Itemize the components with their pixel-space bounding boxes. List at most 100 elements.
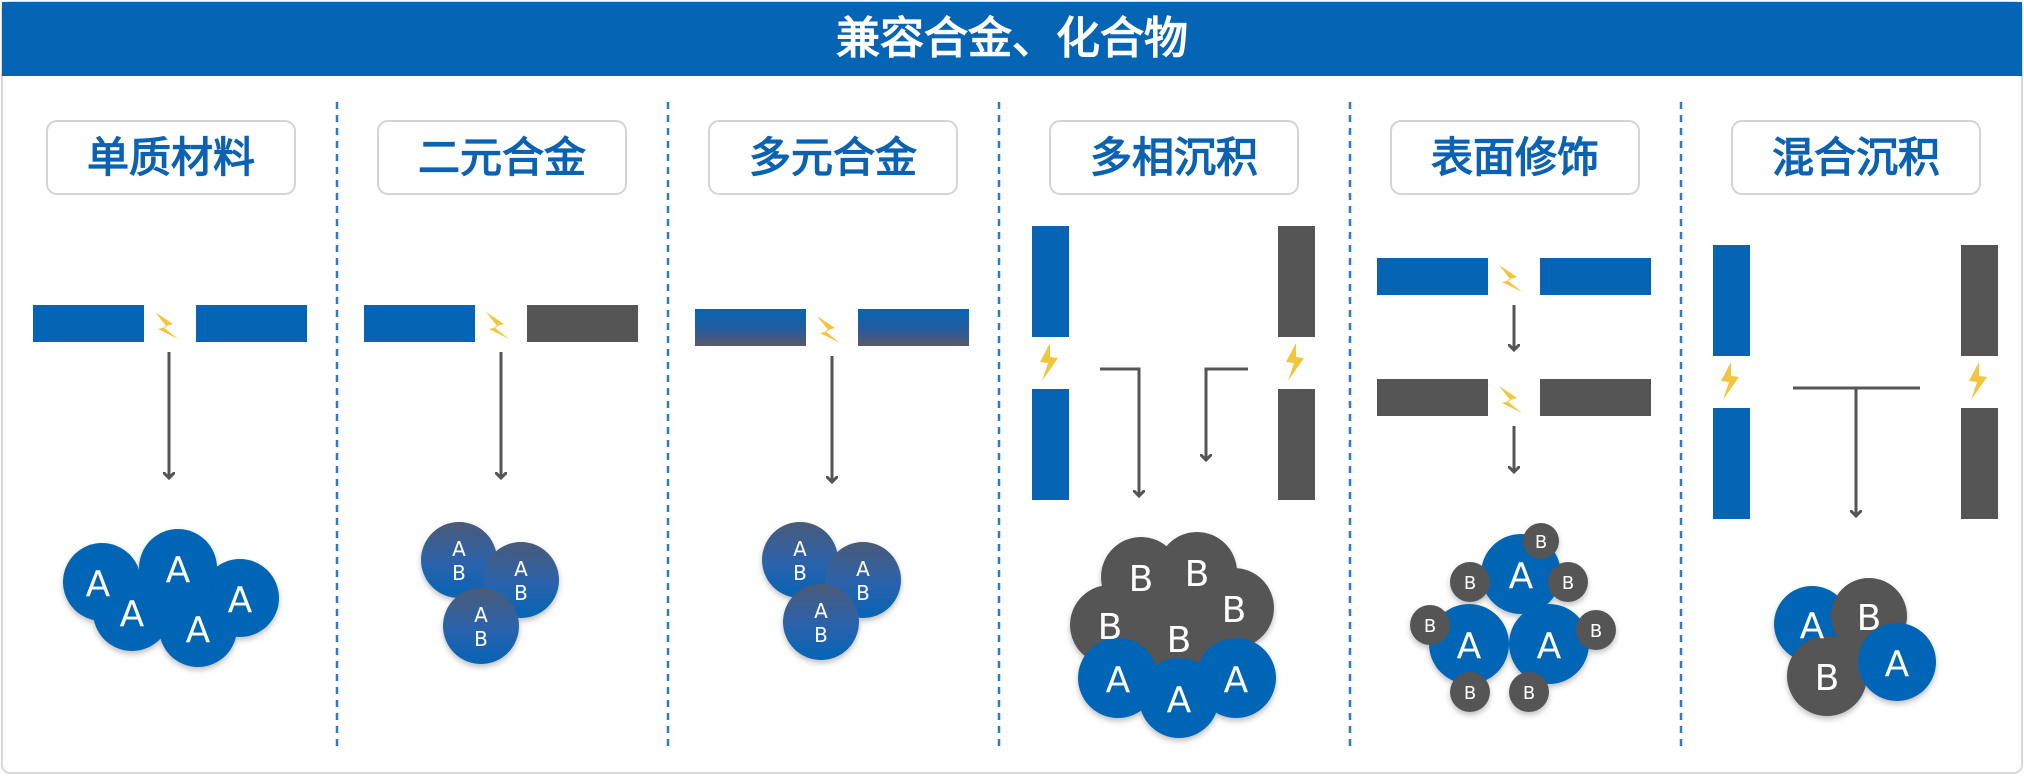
particle-labels: A A A A A — [86, 550, 253, 651]
particle-label-b: B — [514, 581, 528, 605]
label-box — [377, 120, 627, 195]
particle-label: A — [1537, 626, 1562, 667]
particle-labels: A B A B A B — [452, 537, 528, 651]
panel-1-illustration: A A A A A — [33, 305, 307, 667]
particle-ab — [443, 588, 519, 664]
particle-label: B — [1535, 532, 1547, 553]
panel-3-label: 多元合金 — [708, 120, 958, 195]
header-title: 兼容合金、化合物 — [836, 13, 1188, 64]
target-b — [527, 305, 638, 342]
arrow-from-a — [1100, 367, 1139, 496]
particle-label: B — [1464, 573, 1476, 594]
header-bar — [2, 2, 2022, 76]
particle-label: A — [86, 564, 111, 605]
particle-cluster — [63, 529, 279, 667]
panel-4-label: 多相沉积 — [1049, 120, 1299, 195]
label-box — [46, 120, 296, 195]
target-a-top — [1032, 226, 1069, 337]
target-ab-left — [695, 309, 806, 346]
particle-label: A — [1800, 606, 1825, 647]
label-box — [1390, 120, 1640, 195]
spark-icon — [1721, 362, 1739, 400]
particle-label: B — [1185, 554, 1210, 595]
spark-icon — [155, 312, 178, 339]
target-a-top — [1713, 245, 1750, 356]
particle-a — [1078, 638, 1158, 718]
particle-b — [1450, 672, 1490, 712]
particle-label-b: B — [452, 561, 466, 585]
particle-b — [1523, 523, 1559, 559]
target-b-bottom — [1961, 408, 1998, 519]
particle-label: B — [1857, 598, 1882, 639]
spark-icon — [1286, 343, 1304, 381]
spark-icon — [486, 312, 509, 339]
particle-label: B — [1129, 559, 1154, 600]
target-a-left — [1377, 258, 1488, 295]
panel-6-illustration: A B B A — [1713, 245, 1998, 716]
particle-label: A — [228, 580, 253, 621]
target-b-bottom — [1278, 389, 1315, 500]
particle-a — [1858, 623, 1936, 701]
particle-cluster — [1070, 532, 1276, 738]
panel-3-illustration: A B A B A B — [695, 309, 969, 660]
particle-label: A — [166, 550, 191, 591]
label-box — [1049, 120, 1299, 195]
label-box — [708, 120, 958, 195]
particle-label: A — [1167, 680, 1192, 721]
label-text: 表面修饰 — [1431, 133, 1599, 182]
particle-label-a: A — [452, 537, 466, 561]
label-text: 混合沉积 — [1772, 133, 1940, 182]
target-a-right — [1540, 258, 1651, 295]
particle-label-a: A — [514, 557, 528, 581]
label-text: 多相沉积 — [1090, 133, 1258, 182]
particle-ab — [762, 522, 838, 598]
panel-2-label: 二元合金 — [377, 120, 627, 195]
label-box — [1731, 120, 1981, 195]
particle-label-a: A — [814, 599, 828, 623]
panel-1-label: 单质材料 — [46, 120, 296, 195]
particle-label: B — [1523, 683, 1535, 704]
panel-2-illustration: A B A B A B — [364, 305, 638, 664]
panel-labels: 单质材料 二元合金 多元合金 多相沉积 表面修饰 混合沉积 — [46, 120, 1981, 195]
particle-label: B — [1167, 620, 1192, 661]
particle-label: A — [1457, 626, 1482, 667]
particle-label: B — [1590, 621, 1602, 642]
particle-labels: A B A B A B — [793, 537, 870, 647]
spark-icon — [817, 316, 840, 343]
particle-label: B — [1222, 590, 1247, 631]
particle-ab — [421, 522, 497, 598]
panel-4-illustration: B B B B B A A A — [1032, 226, 1315, 738]
particle-b — [1410, 605, 1450, 645]
particle-b — [1787, 636, 1867, 716]
particle-cluster — [1410, 523, 1616, 712]
target-a-right — [196, 305, 307, 342]
target-b-top — [1961, 245, 1998, 356]
particle-labels: A A A B B B B B B B — [1424, 532, 1602, 704]
particle-label: A — [1885, 644, 1910, 685]
particle-a — [93, 573, 171, 651]
particle-cluster — [1774, 578, 1936, 716]
particle-b — [1548, 562, 1588, 602]
target-a-bottom — [1713, 408, 1750, 519]
target-b-top — [1278, 226, 1315, 337]
target-a-bottom — [1032, 389, 1069, 500]
panel-6-label: 混合沉积 — [1731, 120, 1981, 195]
particle-b — [1139, 598, 1219, 678]
particle-labels: B B B B B A A A — [1098, 554, 1249, 721]
arrow-from-b — [1206, 367, 1248, 460]
particle-label: A — [1224, 660, 1249, 701]
spark-icon — [1499, 386, 1522, 413]
spark-icon — [1040, 343, 1058, 381]
particle-label-b: B — [793, 561, 807, 585]
particle-label: B — [1562, 573, 1574, 594]
particle-cluster — [762, 522, 901, 660]
particle-label-a: A — [474, 603, 488, 627]
particle-label: A — [120, 594, 145, 635]
particle-label-a: A — [793, 537, 807, 561]
particle-b — [1576, 610, 1616, 650]
label-text: 单质材料 — [87, 133, 255, 182]
particle-label: B — [1424, 616, 1436, 637]
panel-5-label: 表面修饰 — [1390, 120, 1640, 195]
particle-a — [1139, 658, 1219, 738]
